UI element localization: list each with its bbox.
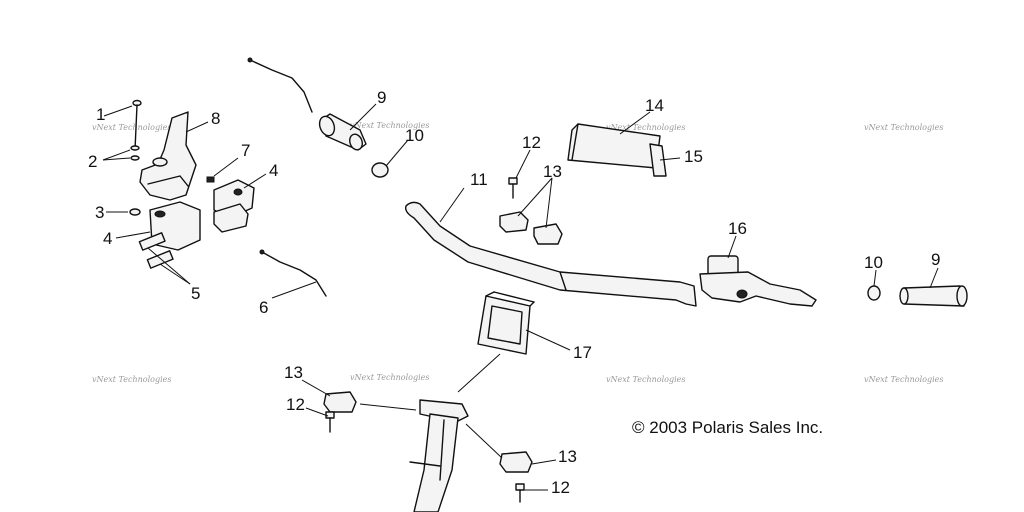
- part-steering-post: [409, 399, 469, 512]
- part-clamp-lower-right: [499, 451, 533, 473]
- part-screw: [132, 99, 142, 151]
- callout-4-lower: 4: [103, 229, 112, 248]
- callout-labels: 1 2 3 4 5 6 7 8 4 9 10 11 12 13 14 15 16…: [88, 88, 940, 497]
- callout-8: 8: [211, 109, 220, 128]
- part-end-plug-left: [371, 162, 389, 178]
- callout-14: 14: [645, 96, 664, 115]
- callout-1: 1: [96, 105, 105, 124]
- part-washers: [130, 145, 140, 161]
- callout-6: 6: [259, 298, 268, 317]
- callout-16: 16: [728, 219, 747, 238]
- callout-12-upper: 12: [522, 133, 541, 152]
- callout-15: 15: [684, 147, 703, 166]
- callout-9-left: 9: [377, 88, 386, 107]
- part-handlebar-pad: [567, 123, 667, 177]
- part-clamps-upper: [499, 211, 563, 245]
- callout-3: 3: [95, 203, 104, 222]
- watermark-text: vNext Technologies: [864, 123, 943, 132]
- callout-4-upper: 4: [269, 161, 278, 180]
- callout-17: 17: [573, 343, 592, 362]
- part-small-washer: [129, 208, 141, 216]
- callout-10-right: 10: [864, 253, 883, 272]
- watermark-text: vNext Technologies: [606, 375, 685, 384]
- callout-12-lower-left: 12: [286, 395, 305, 414]
- part-mount-block: [477, 291, 535, 355]
- part-brake-master-cylinder: [699, 255, 817, 307]
- part-bolts: [138, 232, 174, 269]
- callout-11: 11: [470, 170, 488, 189]
- callout-13-upper: 13: [543, 162, 562, 181]
- watermark-text: vNext Technologies: [92, 123, 171, 132]
- callout-5: 5: [191, 284, 200, 303]
- part-set-screw: [206, 176, 215, 183]
- watermarks: vNext Technologies vNext Technologies vN…: [92, 121, 943, 384]
- watermark-text: vNext Technologies: [350, 373, 429, 382]
- copyright-notice: © 2003 Polaris Sales Inc.: [632, 418, 823, 437]
- callout-7: 7: [241, 141, 250, 160]
- part-clamp-lower-left: [323, 391, 357, 413]
- callout-9-right: 9: [931, 250, 940, 269]
- callout-13-lower-left: 13: [284, 363, 303, 382]
- watermark-text: vNext Technologies: [864, 375, 943, 384]
- leader-lines: [102, 103, 939, 491]
- callout-10-left: 10: [405, 126, 424, 145]
- part-switch-housing-upper: [213, 179, 255, 233]
- watermark-text: vNext Technologies: [92, 375, 171, 384]
- part-cable-lower: [259, 249, 327, 297]
- watermark-text: vNext Technologies: [350, 121, 429, 130]
- part-grip-left: [318, 113, 367, 151]
- part-cable-upper: [247, 57, 313, 113]
- part-bolt-lower-left: [325, 411, 335, 433]
- callout-12-lower-right: 12: [551, 478, 570, 497]
- part-bolt-upper: [508, 177, 518, 199]
- part-grip-right: [899, 285, 968, 307]
- callout-13-lower-right: 13: [558, 447, 577, 466]
- part-end-plug-right: [867, 285, 881, 301]
- watermark-text: vNext Technologies: [606, 123, 685, 132]
- part-handlebar: [404, 201, 697, 307]
- callout-2: 2: [88, 152, 97, 171]
- part-throttle-housing: [139, 111, 197, 201]
- part-bolt-lower-right: [515, 483, 525, 503]
